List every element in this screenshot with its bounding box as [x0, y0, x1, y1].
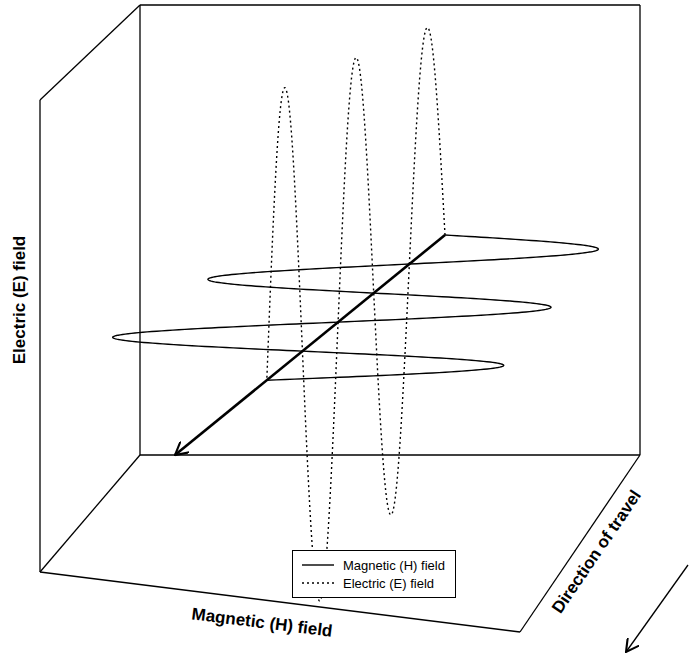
axes-box	[40, 5, 640, 632]
legend-text: Electric (E) field	[343, 576, 434, 591]
legend-sample	[301, 578, 335, 588]
axis-label: Magnetic (H) field	[190, 604, 333, 641]
travel-arrow	[626, 565, 688, 652]
legend-sample	[301, 560, 335, 570]
legend-row: Electric (E) field	[301, 574, 445, 592]
electric-wave	[267, 28, 445, 601]
legend-box: Magnetic (H) fieldElectric (E) field	[292, 550, 456, 598]
legend-row: Magnetic (H) field	[301, 556, 445, 574]
axis-label: Electric (E) field	[10, 236, 30, 364]
propagation-axis	[175, 235, 445, 455]
legend-text: Magnetic (H) field	[343, 558, 445, 573]
axis-label: Direction of travel	[548, 487, 646, 618]
